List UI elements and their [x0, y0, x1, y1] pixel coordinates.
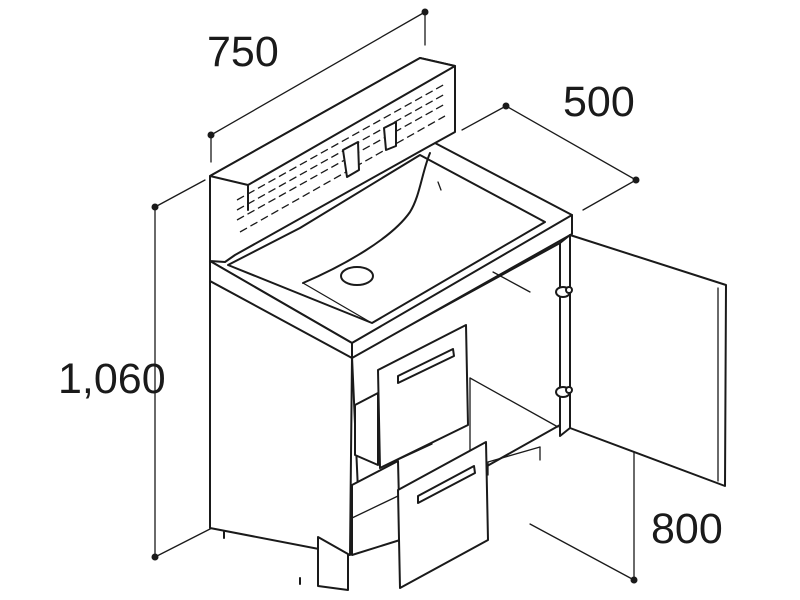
upper-drawer-handle[interactable] [397, 348, 455, 384]
faucet-nozzle [383, 121, 397, 151]
counter-right-edge [351, 214, 573, 359]
faucet-spout [342, 141, 360, 178]
basin-curve [302, 152, 431, 284]
depth-dimension-line [461, 102, 640, 211]
depth-label: 500 [563, 78, 635, 126]
drain-hole [340, 266, 374, 286]
width-dimension-line [207, 8, 429, 163]
backsplash-shelf-lines [236, 83, 446, 233]
counter-height-label: 800 [651, 505, 723, 553]
upper-drawer-side [354, 392, 379, 466]
width-label: 750 [207, 28, 279, 76]
door-hinge-top [555, 286, 573, 298]
cabinet-plinth [317, 536, 349, 591]
door-hinge-bottom [555, 386, 573, 398]
backsplash-top [209, 57, 456, 186]
cabinet-door[interactable] [569, 234, 727, 487]
cabinet-door-inner-edge [559, 234, 571, 437]
lower-drawer-handle[interactable] [417, 465, 476, 504]
height-label: 1,060 [58, 355, 166, 403]
height-dimension-line [151, 179, 213, 561]
